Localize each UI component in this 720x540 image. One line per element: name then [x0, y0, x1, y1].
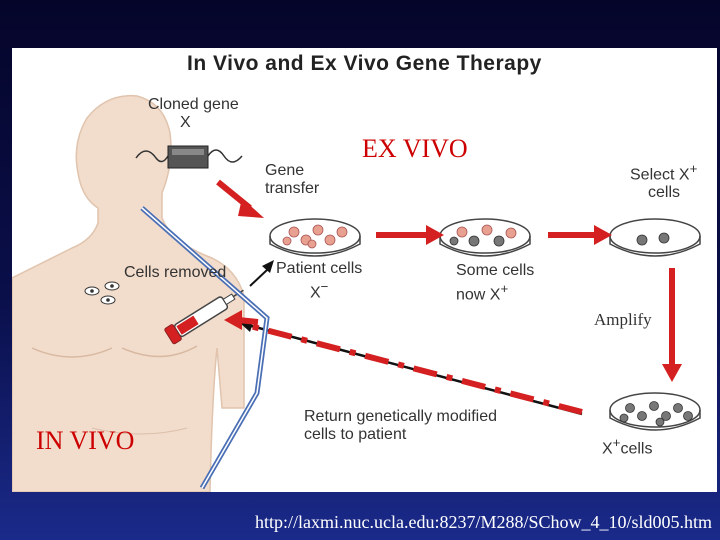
petri-dish-patient-cells: [269, 218, 361, 257]
amplify-label: Amplify: [594, 310, 652, 329]
slide-panel: In Vivo and Ex Vivo Gene Therapy Cloned …: [12, 48, 717, 492]
chest-cells: [84, 281, 120, 305]
petri-dish-some-cells: [439, 218, 531, 257]
cloned-gene-label: Cloned gene X: [148, 96, 239, 131]
syringe-icon: [164, 289, 244, 345]
x-plus-cells-label: X+cells: [602, 435, 653, 458]
gene-transfer-label: Gene transfer: [265, 162, 320, 197]
select-cells-label: Select X+ cells: [630, 161, 698, 202]
patient-cells-label: Patient cells X−: [276, 260, 363, 302]
diagram-title: In Vivo and Ex Vivo Gene Therapy: [187, 52, 542, 75]
source-url-footer: http://laxmi.nuc.ucla.edu:8237/M288/SCho…: [255, 512, 712, 532]
petri-dish-amplified-cells: [609, 392, 701, 431]
some-cells-label: Some cells now X+: [456, 262, 535, 304]
in-vivo-label: IN VIVO: [36, 426, 135, 455]
red-arrows: [216, 179, 682, 382]
patient-body-illustration: [12, 94, 245, 492]
cells-removed-label: Cells removed: [124, 264, 227, 281]
ex-vivo-return-dashed-line: [249, 323, 583, 415]
gene-therapy-diagram: [12, 94, 701, 492]
cloned-gene-icon: [135, 145, 243, 169]
return-cells-label: Return genetically modified cells to pat…: [304, 408, 497, 443]
ex-vivo-label: EX VIVO: [362, 134, 468, 163]
petri-dish-selected-cells: [609, 218, 701, 257]
